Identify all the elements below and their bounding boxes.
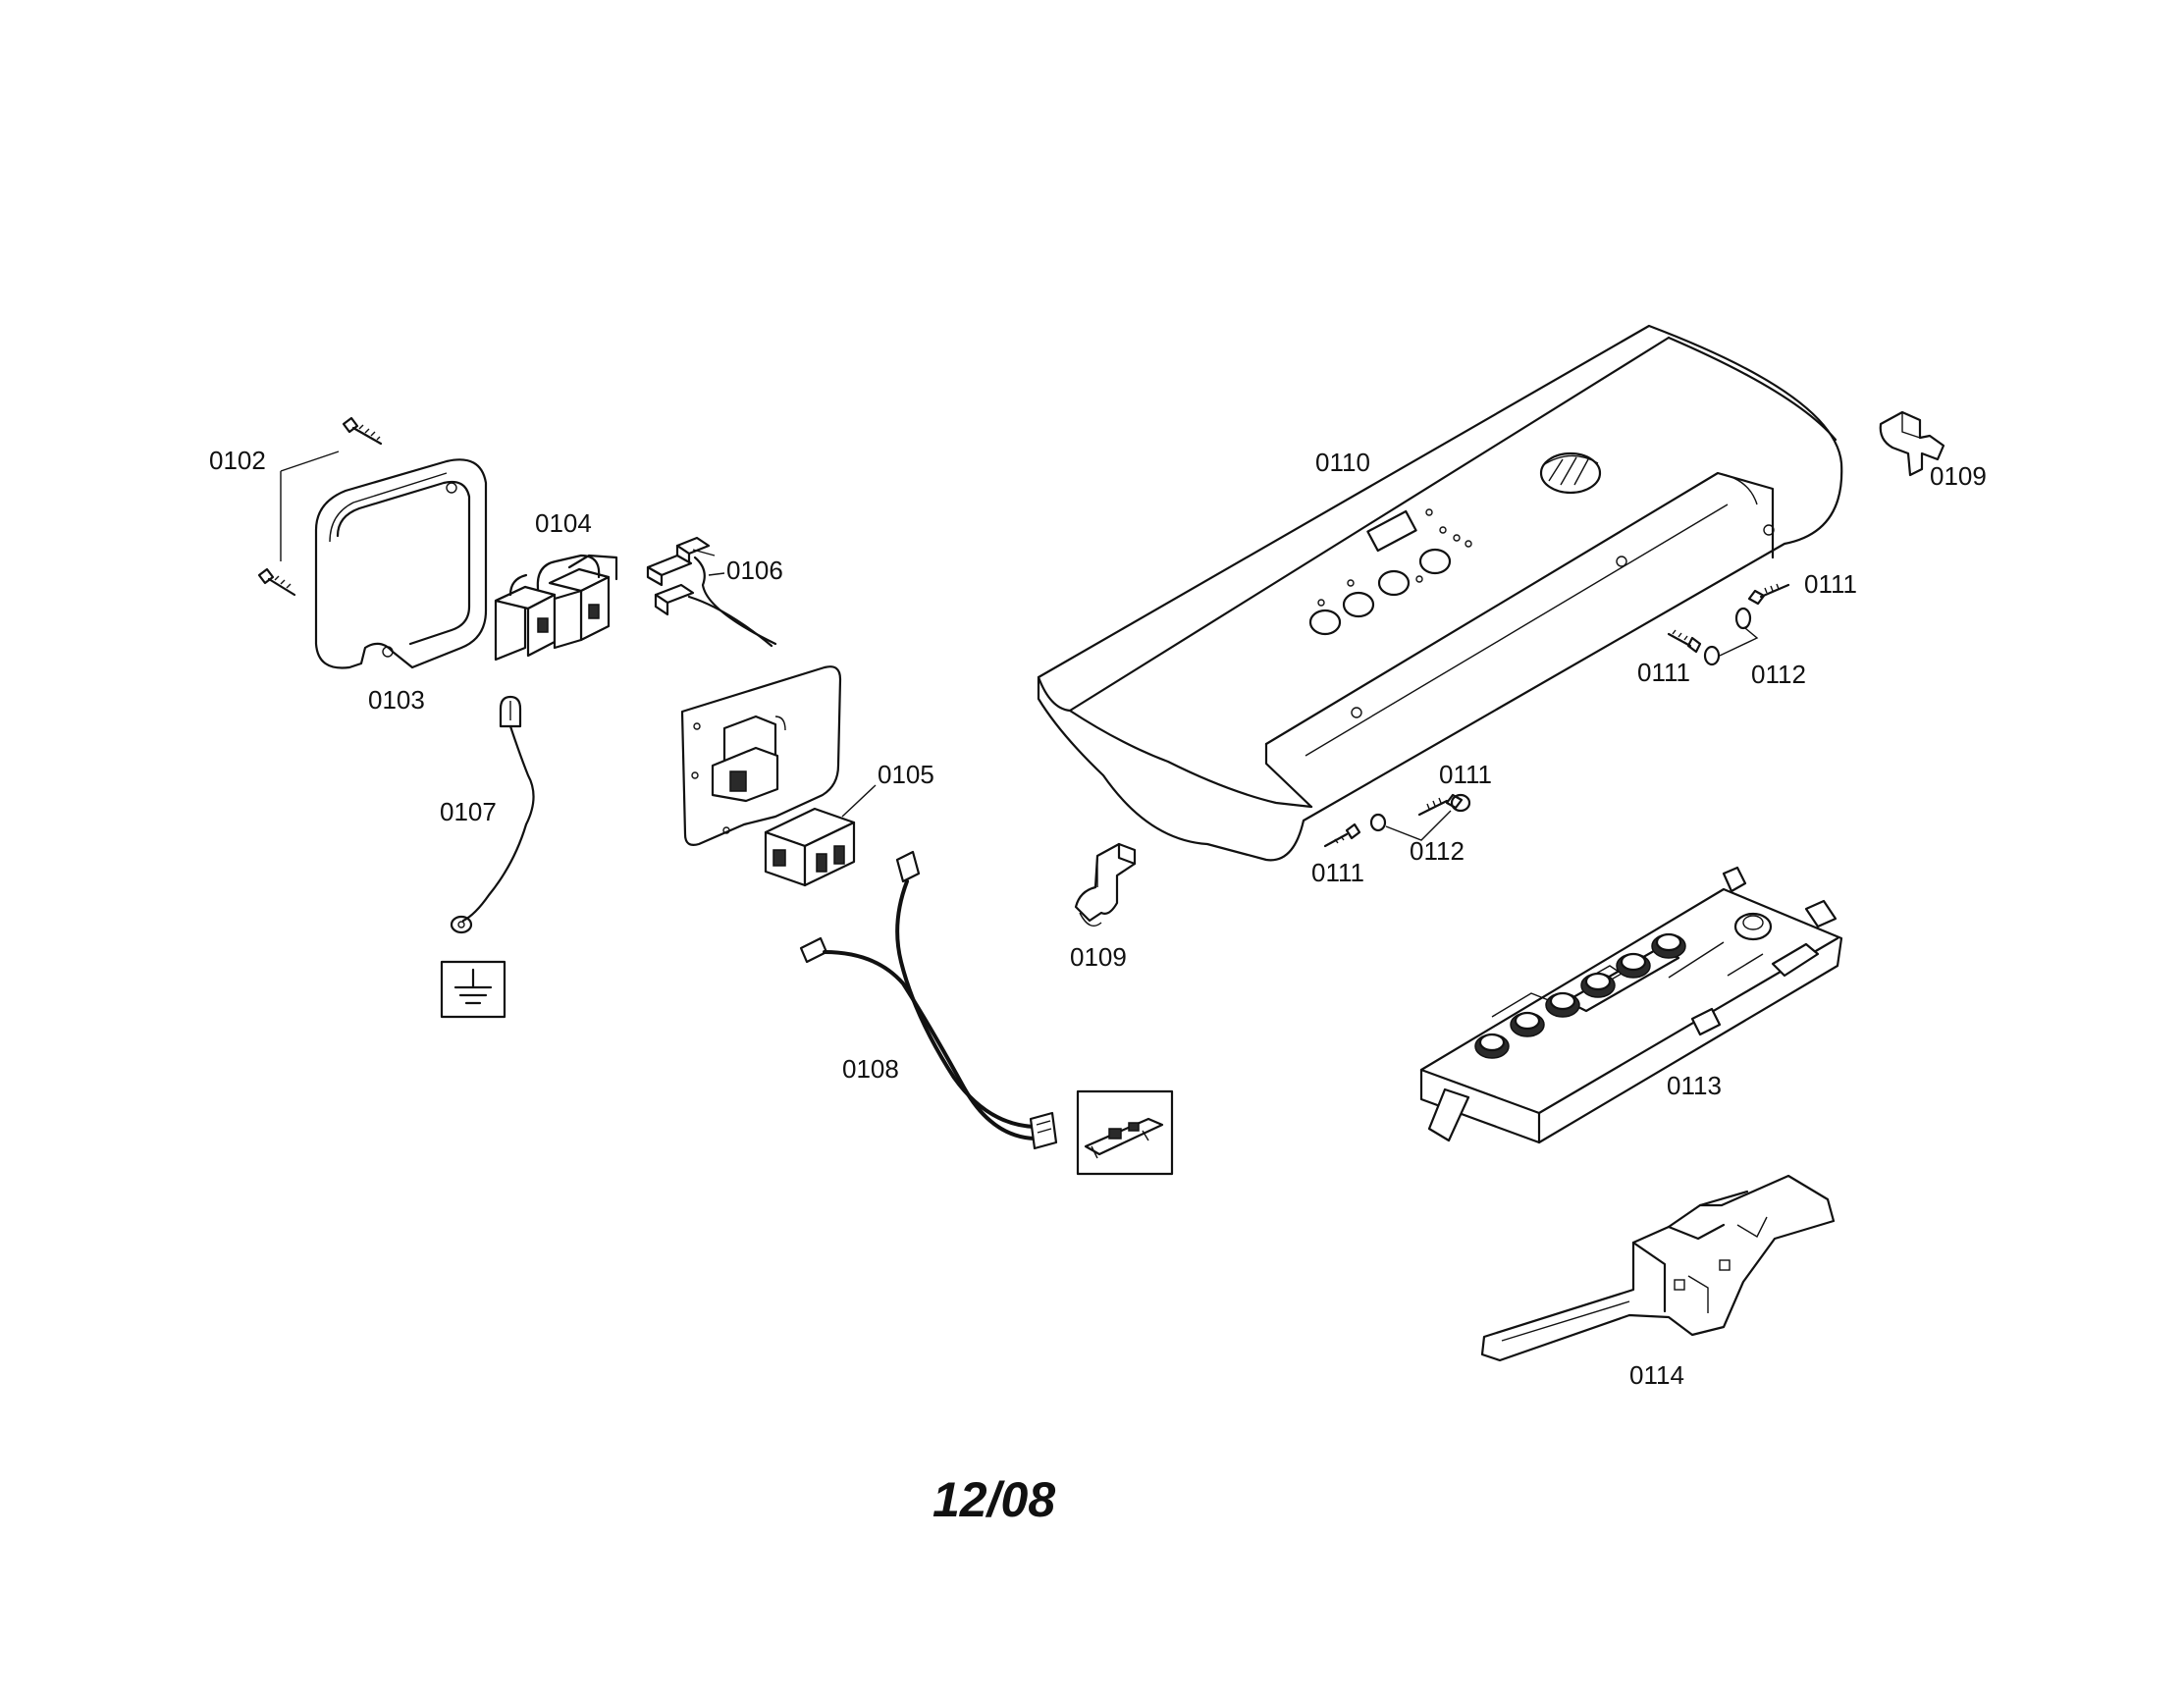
- cover-housing-0103: [314, 458, 488, 669]
- leader-line-0105: [841, 784, 877, 818]
- wire-harness-0108: [799, 850, 1058, 1150]
- label-0102: 0102: [209, 446, 266, 475]
- leader-line-0102: [280, 451, 340, 561]
- washer-icon: [1703, 645, 1721, 666]
- terminal-block-0104: [494, 554, 618, 662]
- label-0108: 0108: [842, 1054, 899, 1084]
- label-0114: 0114: [1629, 1360, 1684, 1390]
- label-0112-b: 0112: [1410, 836, 1465, 866]
- label-0111-d: 0111: [1311, 858, 1364, 887]
- label-0113: 0113: [1667, 1071, 1722, 1100]
- base-bracket-0114: [1480, 1174, 1836, 1362]
- label-0109-right: 0109: [1930, 461, 1987, 491]
- bracket-clip-icon: [1879, 410, 1945, 477]
- label-0103: 0103: [368, 685, 425, 715]
- ground-symbol-icon: [440, 960, 506, 1019]
- ground-wire-0107: [450, 695, 535, 934]
- electronic-module-0113: [1419, 866, 1843, 1144]
- screw-icon: [257, 567, 296, 597]
- label-0110: 0110: [1315, 448, 1370, 477]
- label-0106: 0106: [726, 556, 783, 585]
- bracket-clip-icon: [1074, 842, 1137, 927]
- screw-icon: [1667, 629, 1702, 654]
- screw-icon: [1323, 822, 1361, 848]
- leader-line-0112-a: [1719, 627, 1759, 657]
- label-0109-left: 0109: [1070, 942, 1127, 972]
- relay-0105: [764, 807, 856, 887]
- leader-line-0112-b: [1385, 810, 1452, 841]
- label-0111-b: 0111: [1637, 658, 1690, 687]
- label-0104: 0104: [535, 508, 592, 538]
- revision-date: 12/08: [932, 1472, 1055, 1527]
- label-0111-a: 0111: [1804, 569, 1857, 599]
- leader-line-0106: [708, 572, 725, 576]
- control-knob-icon: [1539, 451, 1602, 495]
- wire-connector-0106: [646, 536, 777, 648]
- screw-icon: [342, 416, 383, 446]
- circuit-board-inset-0108: [1076, 1089, 1174, 1176]
- label-0107: 0107: [440, 797, 497, 826]
- washer-icon: [1734, 607, 1752, 630]
- washer-icon: [1450, 793, 1471, 813]
- screw-icon: [1747, 583, 1790, 606]
- label-0112-a: 0112: [1751, 660, 1806, 689]
- knob-switch-row-0113: [1474, 932, 1686, 1059]
- mounting-plate-0105: [680, 665, 842, 846]
- label-0105: 0105: [878, 760, 934, 789]
- screw-icon: [1417, 793, 1464, 817]
- control-panel-0110: [1037, 324, 1843, 862]
- label-0111-c: 0111: [1439, 760, 1492, 789]
- washer-icon: [1369, 813, 1387, 832]
